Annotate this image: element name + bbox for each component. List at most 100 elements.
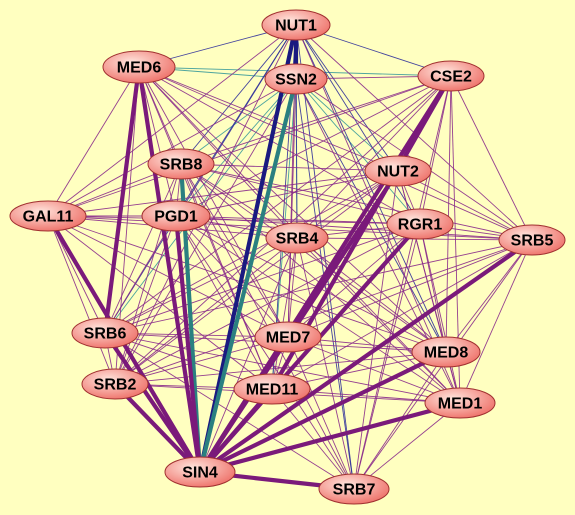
node-nut1[interactable]: NUT1 [261, 9, 331, 41]
node-rgr1[interactable]: RGR1 [386, 208, 454, 240]
edge-nut2-med7 [286, 169, 400, 339]
edge-pgd1-med11 [175, 215, 273, 390]
edge-cse2-srb4 [296, 75, 452, 239]
edge-med6-sin4 [136, 66, 203, 473]
edge-ssn2-pgd1 [175, 78, 297, 217]
edge-med6-srb6 [102, 66, 142, 334]
node-ellipse [318, 473, 390, 505]
node-ellipse [233, 373, 311, 405]
node-label: RGR1 [398, 217, 443, 234]
node-label: MED7 [266, 330, 311, 347]
edge-med6-med7 [138, 66, 289, 338]
node-label: NUT2 [377, 164, 419, 181]
edge-ssn2-nut2 [295, 78, 399, 172]
edge-srb6-sin4 [103, 331, 202, 474]
edge-nut1-pgd1 [175, 24, 297, 217]
node-ellipse [141, 200, 211, 232]
node-srb5[interactable]: SRB5 [498, 224, 566, 256]
node-ellipse [417, 60, 485, 92]
node-srb6[interactable]: SRB6 [71, 317, 139, 349]
edge-nut1-sin4 [197, 24, 299, 473]
edge-nut1-nut2 [295, 24, 399, 172]
edge-srb2-sin4 [113, 382, 202, 474]
edge-ssn2-rgr1 [295, 78, 421, 225]
node-pgd1[interactable]: PGD1 [141, 200, 211, 232]
node-label: MED1 [438, 396, 483, 413]
node-label: SRB7 [333, 482, 376, 499]
node-ellipse [265, 222, 329, 254]
edge-pgd1-sin4 [173, 215, 203, 473]
node-srb2[interactable]: SRB2 [81, 368, 149, 400]
edge-rgr1-srb2 [114, 223, 421, 385]
node-label: SRB4 [276, 231, 319, 248]
edge-cse2-gal11 [47, 75, 452, 217]
edge-srb8-med8 [180, 163, 447, 353]
edge-nut2-srb2 [114, 170, 399, 385]
edge-med6-gal11 [47, 66, 140, 217]
edge-ssn2-sin4 [197, 78, 299, 473]
edge-srb4-srb2 [114, 237, 298, 385]
edge-pgd1-rgr1 [175, 215, 421, 225]
edge-med6-pgd1 [138, 66, 177, 217]
edge-nut2-gal11 [47, 170, 399, 217]
node-ellipse [81, 368, 149, 400]
node-ellipse [9, 200, 87, 232]
node-cse2[interactable]: CSE2 [417, 60, 485, 92]
edge-cse2-srb7 [353, 75, 452, 490]
node-med6[interactable]: MED6 [102, 50, 176, 84]
node-ellipse [254, 321, 322, 353]
edge-pgd1-med7 [175, 215, 289, 338]
edge-pgd1-srb7 [175, 215, 355, 490]
node-ssn2[interactable]: SSN2 [264, 63, 328, 95]
edge-layer [46, 24, 534, 492]
node-label: MED6 [117, 60, 162, 77]
node-label: SRB8 [160, 157, 203, 174]
node-label: NUT1 [275, 18, 317, 35]
node-ellipse [164, 456, 236, 488]
edge-nut1-srb8 [180, 24, 297, 165]
edge-ssn2-med7 [287, 78, 297, 338]
edge-cse2-med8 [445, 75, 452, 353]
node-gal11[interactable]: GAL11 [9, 200, 87, 232]
node-label: MED8 [424, 345, 469, 362]
edge-cse2-srb8 [180, 75, 452, 165]
node-label: MED11 [246, 382, 299, 399]
node-ellipse [386, 208, 454, 240]
edge-srb5-med11 [271, 239, 533, 390]
edge-gal11-srb2 [47, 215, 116, 385]
edge-ssn2-srb2 [114, 78, 297, 385]
node-label: CSE2 [430, 69, 472, 86]
edge-srb4-sin4 [199, 237, 298, 473]
node-label: GAL11 [23, 209, 74, 226]
node-sin4[interactable]: SIN4 [164, 456, 236, 488]
edge-rgr1-srb7 [353, 223, 421, 490]
edge-srb8-rgr1 [180, 163, 421, 225]
node-ellipse [411, 336, 481, 368]
node-srb7[interactable]: SRB7 [318, 473, 390, 505]
edge-srb5-sin4 [198, 238, 534, 474]
node-med1[interactable]: MED1 [424, 387, 496, 419]
edge-srb5-med8 [445, 239, 533, 353]
node-srb4[interactable]: SRB4 [265, 222, 329, 254]
edge-srb5-med7 [287, 239, 533, 338]
node-med11[interactable]: MED11 [233, 373, 311, 405]
node-ellipse [102, 50, 176, 84]
node-ellipse [147, 148, 215, 180]
edge-ssn2-gal11 [47, 78, 297, 217]
edge-gal11-med7 [47, 215, 289, 338]
node-label: SRB6 [84, 326, 127, 343]
node-med7[interactable]: MED7 [254, 321, 322, 353]
edge-srb8-nut2 [180, 163, 399, 172]
edge-srb5-med1 [459, 239, 533, 404]
edge-srb4-med11 [271, 237, 298, 390]
edge-rgr1-med7 [287, 223, 421, 338]
node-srb8[interactable]: SRB8 [147, 148, 215, 180]
node-ellipse [424, 387, 496, 419]
node-nut2[interactable]: NUT2 [364, 155, 432, 187]
node-label: SSN2 [275, 72, 317, 89]
node-med8[interactable]: MED8 [411, 336, 481, 368]
node-label: PGD1 [154, 209, 198, 226]
edge-srb8-med7 [180, 163, 289, 338]
